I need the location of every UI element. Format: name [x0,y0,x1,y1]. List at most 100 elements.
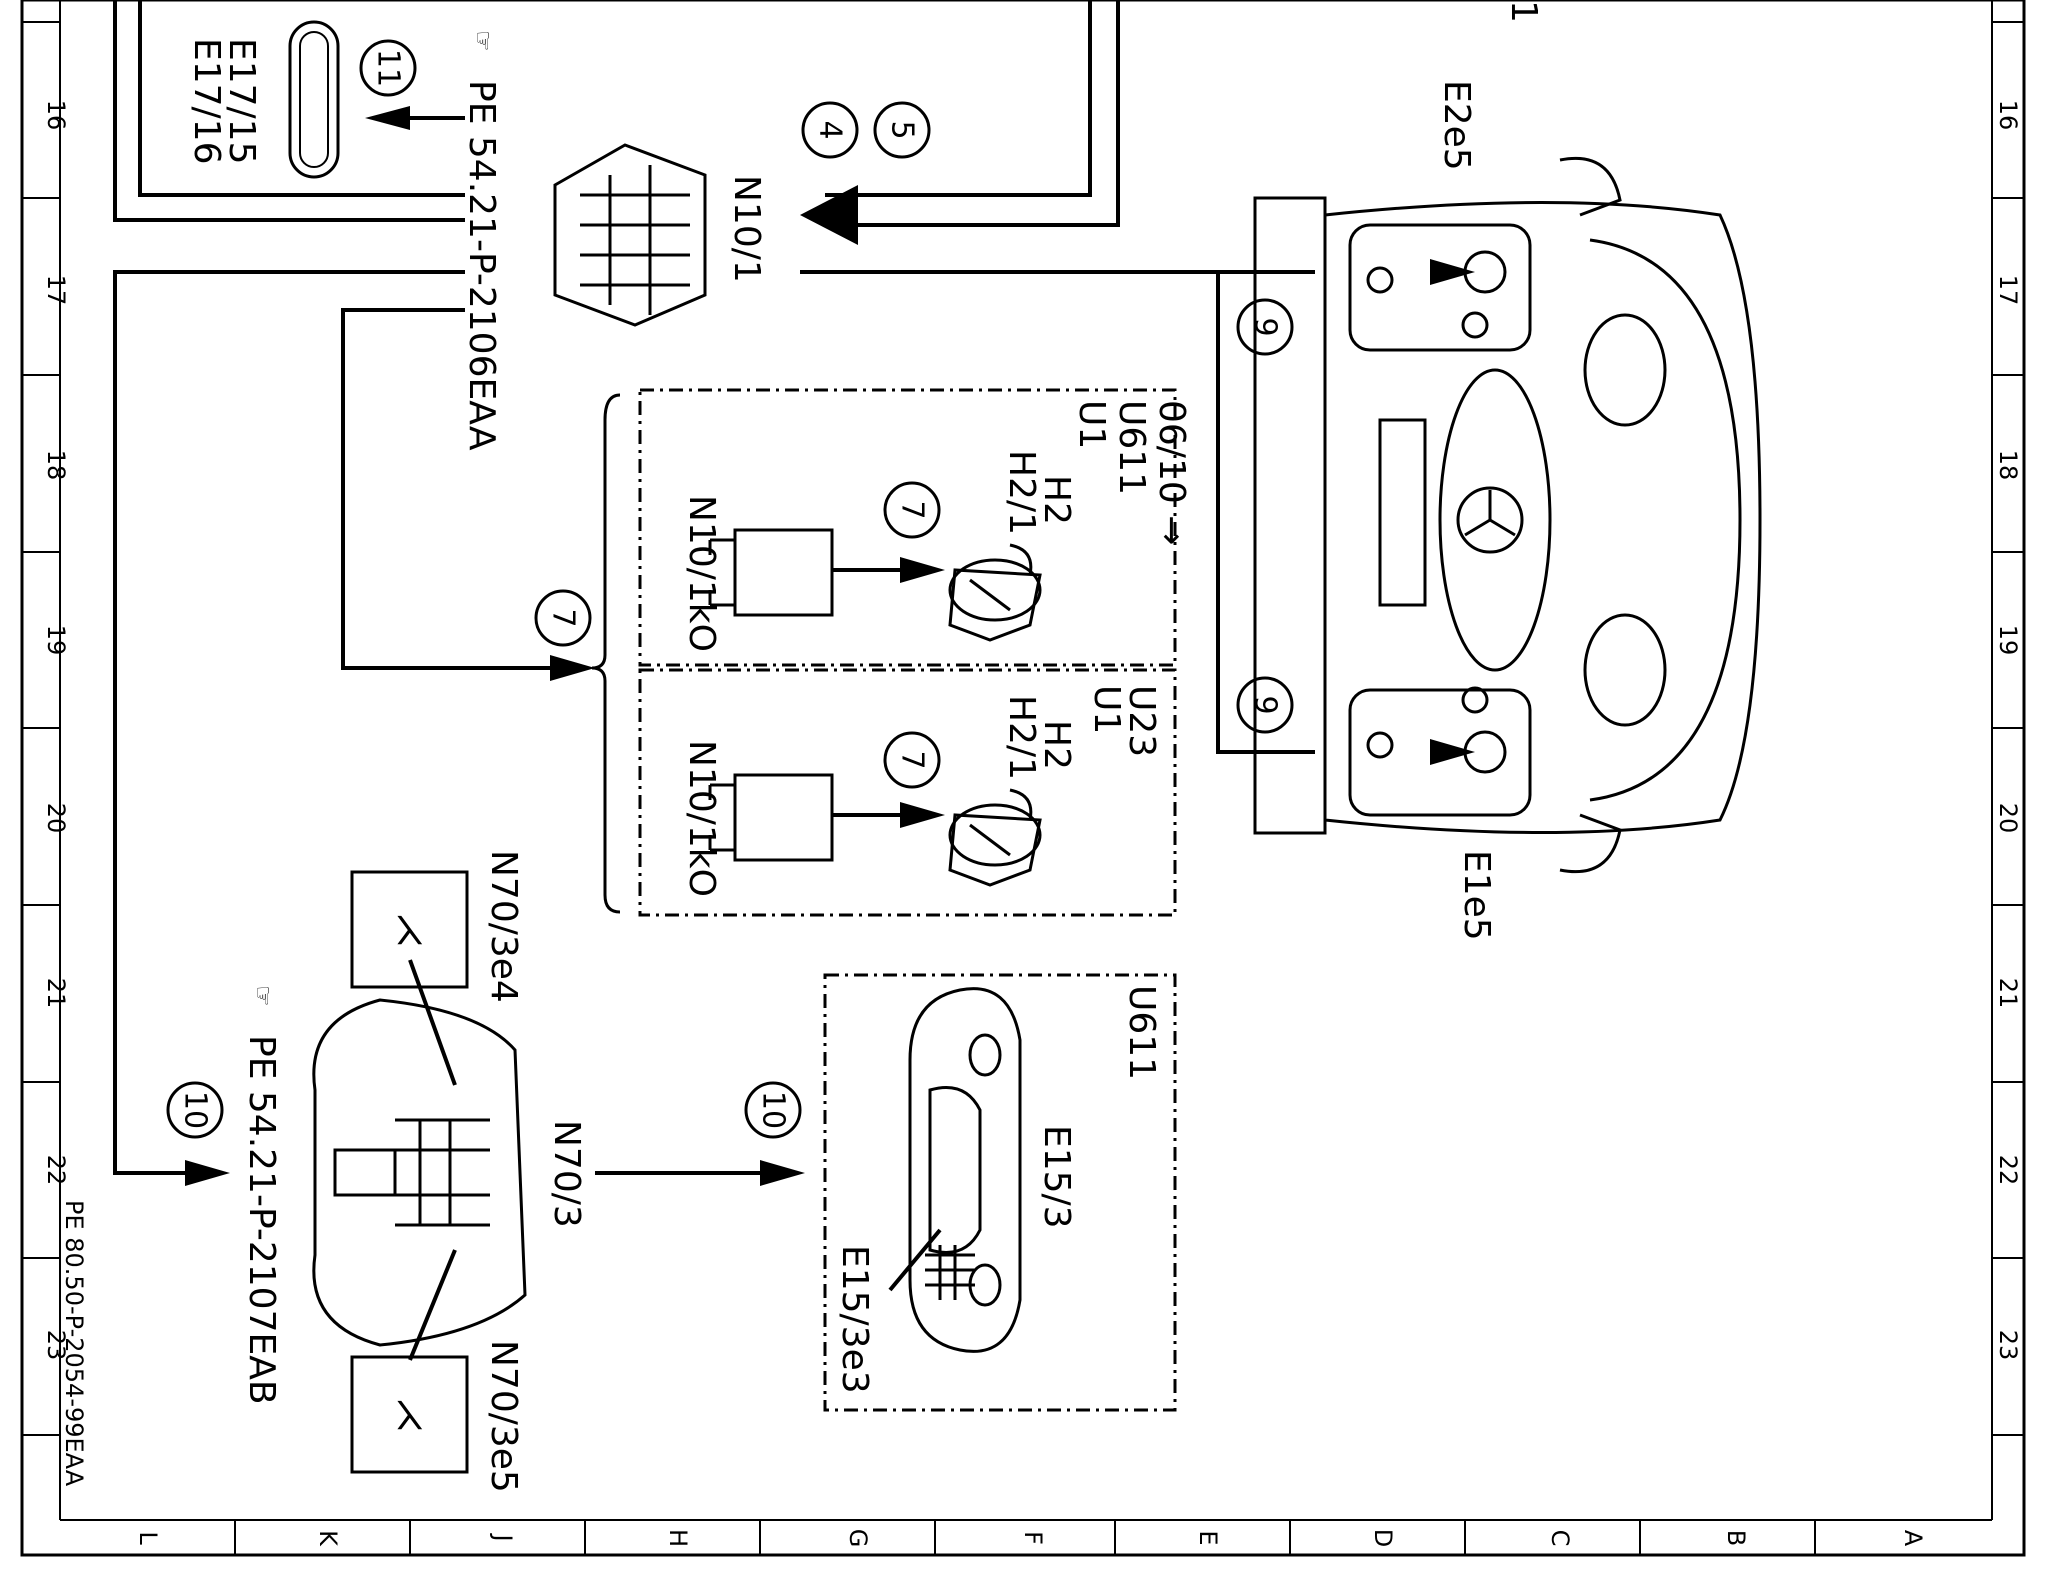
svg-text:7: 7 [546,608,581,627]
label-e15-3e3: E15/3e3 [834,1245,875,1394]
variant-box-e15-3 [823,973,1177,1412]
grid-letter: D [1369,1529,1397,1547]
svg-text:7: 7 [895,500,930,519]
grid-number: 19 [1994,625,2022,656]
wire-headlamp-link [1216,272,1315,754]
pe-reference-top: PE 54.21-P-2106EAA [461,80,502,451]
grid-number: 23 [1994,1330,2022,1361]
label-e1e5: E1e5 [1456,850,1497,941]
lamp-symbol-box-e5: ⋌ [350,1355,469,1474]
label-u611: U611 [1111,400,1152,495]
svg-text:9: 9 [1248,317,1283,336]
label-n70-3e4: N70/3e4 [483,850,524,1003]
arrow-to-horn-b [900,802,945,828]
grid-ticks [22,21,2024,1555]
n70-3-overhead-panel: ⋌ ⋌ N70/3e4 N70/3e5 N70/3 [312,850,587,1493]
connector-body [288,20,340,179]
grid-number: 20 [42,803,70,834]
grid-letter: B [1722,1530,1750,1546]
grid-letter: E [1194,1530,1222,1545]
horn-relay [708,528,834,617]
vehicle-outline-back [1253,196,1327,835]
wire-loop-inner [138,0,465,197]
mirror-right [1559,156,1622,217]
arrow-to-n70-3 [185,1160,230,1186]
grid-letter: K [314,1530,342,1547]
e15-3-variant: U611 E15/3 E15/3e3 [823,973,1177,1412]
hand-pointer-icon: ☞ [249,985,277,1007]
reference-note-top: ☞ PE 54.21-P-2106EAA [461,30,502,451]
windshield [1589,238,1742,802]
grid-letter: H [664,1529,692,1547]
label-u1: U1 [1086,685,1127,734]
outer-frame [20,0,2026,1557]
arrow-heads [185,106,1475,1186]
left-grid-numbers: 16 17 18 19 20 21 22 23 [42,100,70,1361]
grid-letter: L [134,1531,162,1545]
vehicle-front-view: E2e5 E1e5 [1253,80,1762,941]
arrow-into-n10-1 [800,185,858,245]
bottom-grid-letters: L K J H G F E D C B A [134,1529,1927,1548]
leader-n70-3e5 [408,1249,457,1361]
grid-number: 22 [1994,1155,2022,1186]
arrow-to-e17 [365,106,410,130]
corner-mark: 1 [1503,0,1544,23]
callout-10-right: 10 [744,1081,802,1139]
svg-text:10: 10 [178,1091,213,1129]
license-plate [1378,418,1427,607]
grid-number: 23 [42,1330,70,1361]
grid-letter: C [1546,1530,1574,1547]
svg-text:11: 11 [371,49,406,87]
pe-reference-bottom: PE 54.21-P-2107EAB [241,1035,282,1405]
callout-7-main: 7 [534,589,592,647]
fog-lamp-right [1583,313,1667,427]
wire-to-n70-3 [113,270,465,1175]
u23-horn-variant: U23 U1 H2 H2/1 N10/1kO [638,668,1177,917]
label-n10-1k0: N10/1kO [681,495,722,652]
grid-number: 20 [1994,803,2022,834]
svg-text:5: 5 [885,120,920,139]
grille [1438,368,1552,672]
grid-letter: J [489,1532,517,1541]
callout-7-u611: 7 [883,481,941,539]
callout-9-lower: 9 [1236,676,1294,734]
grid-number: 17 [1994,275,2022,306]
right-grid-numbers: 16 17 18 19 20 21 22 23 [1994,100,2022,1361]
label-n70-3e5: N70/3e5 [483,1340,524,1493]
horn-relay [708,773,834,862]
n10-1-module [553,143,707,327]
label-e17-16: E17/16 [186,38,227,165]
wire-from-callout-5 [825,0,1092,197]
headlamp-left [1348,688,1532,817]
svg-text:4: 4 [813,120,848,139]
label-e2e5: E2e5 [1436,80,1477,171]
arrow-to-horn-group [550,655,595,681]
label-n70-3: N70/3 [546,1120,587,1228]
panel-button [333,1148,397,1197]
callout-5: 5 [873,101,931,159]
horn-group-bracket [591,393,621,914]
label-h2: H2 [1036,720,1077,770]
svg-text:10: 10 [756,1091,791,1129]
label-u23: U23 [1121,685,1162,757]
grid-number: 18 [42,450,70,481]
e17-connector: E17/16 E17/15 [186,20,340,179]
label-u1: U1 [1071,400,1112,449]
lamp-symbol-box-e4: ⋌ [350,870,469,989]
grid-letter: F [1019,1531,1047,1545]
leader-e15-3e3 [888,1228,942,1292]
grid-number: 16 [42,100,70,131]
svg-text:7: 7 [895,750,930,769]
arrow-to-e1e5 [1430,739,1475,765]
wire-to-horn-group [341,308,580,670]
arrow-to-e15-3 [760,1160,805,1186]
grid-number: 21 [42,978,70,1009]
panel-body [312,998,527,1347]
grid-number: 17 [42,275,70,306]
hand-pointer-icon: ☞ [469,30,497,52]
sheet-reference: PE 80.50-P-2054-99EAA [60,1200,88,1487]
connector-inner [299,31,329,168]
lamp-e2e5 [1463,250,1507,294]
variant-box-u23 [638,668,1177,917]
